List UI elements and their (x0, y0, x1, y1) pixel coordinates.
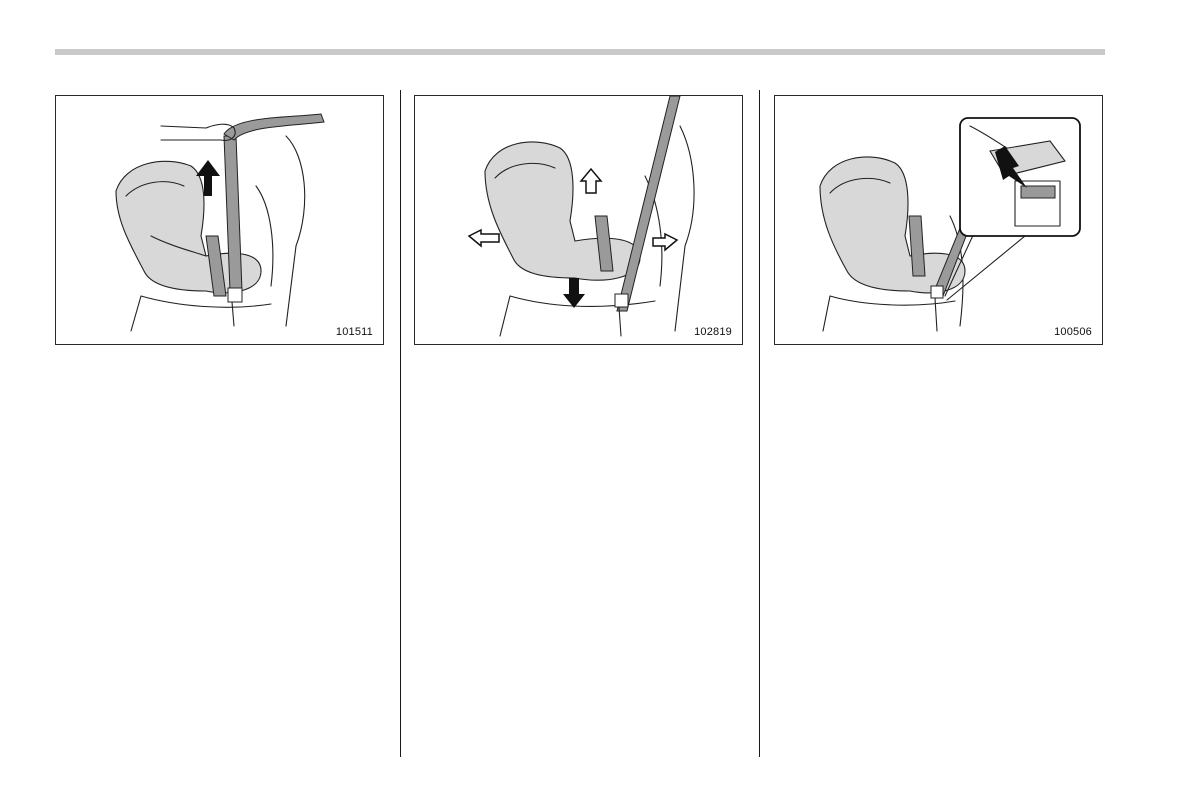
figure-shake-test: 102819 (414, 95, 743, 345)
figure-number: 101511 (336, 326, 373, 338)
column-divider (400, 90, 401, 757)
child-seat-illustration (56, 96, 384, 345)
column-divider (759, 90, 760, 757)
child-seat-illustration (415, 96, 743, 345)
header-rule (55, 49, 1105, 55)
figure-buckle-detail: 100506 (774, 95, 1103, 345)
figure-number: 102819 (694, 326, 732, 338)
figure-belt-pull-up: 101511 (55, 95, 384, 345)
child-seat-illustration (775, 96, 1103, 345)
figure-number: 100506 (1054, 326, 1092, 338)
